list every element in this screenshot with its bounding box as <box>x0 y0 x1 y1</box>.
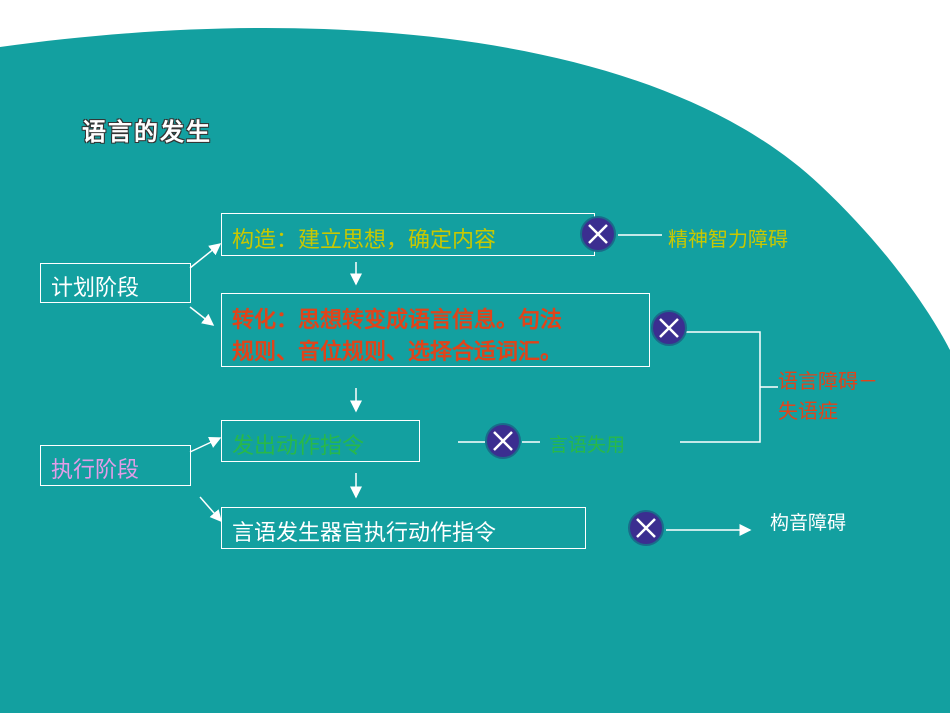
mental-disorder-label: 精神智力障碍 <box>668 227 788 251</box>
apraxia-label: 言语失用 <box>549 434 626 456</box>
transform-step-label-line1: 转化：思想转变成语言信息。句法 <box>232 308 563 333</box>
transform-step-box: 转化：思想转变成语言信息。句法 规则、音位规则、选择合适词汇。 <box>221 293 650 367</box>
execution-stage-label: 执行阶段 <box>51 458 140 483</box>
construct-step-label: 构造：建立思想，确定内容 <box>232 228 497 253</box>
planning-stage-label: 计划阶段 <box>51 276 140 301</box>
construct-step-box: 构造：建立思想，确定内容 <box>221 213 595 256</box>
cross-mark-icon <box>651 310 687 346</box>
organ-step-label: 言语发生器官执行动作指令 <box>232 521 497 546</box>
aphasia-label-line2: 失语症 <box>778 399 838 423</box>
cross-mark-icon <box>628 510 664 546</box>
slide-title: 语言的发生 <box>82 118 212 146</box>
transform-step-label-line2: 规则、音位规则、选择合适词汇。 <box>232 340 563 365</box>
aphasia-label-line1: 语言障碍－ <box>778 369 878 393</box>
planning-stage-box: 计划阶段 <box>40 263 191 303</box>
cross-mark-icon <box>485 423 521 459</box>
send-step-label: 发出动作指令 <box>232 434 365 459</box>
organ-step-box: 言语发生器官执行动作指令 <box>221 507 586 549</box>
execution-stage-box: 执行阶段 <box>40 445 191 486</box>
cross-mark-icon <box>580 216 616 252</box>
send-step-box: 发出动作指令 <box>221 420 420 462</box>
dysarthria-label: 构音障碍 <box>770 512 847 534</box>
